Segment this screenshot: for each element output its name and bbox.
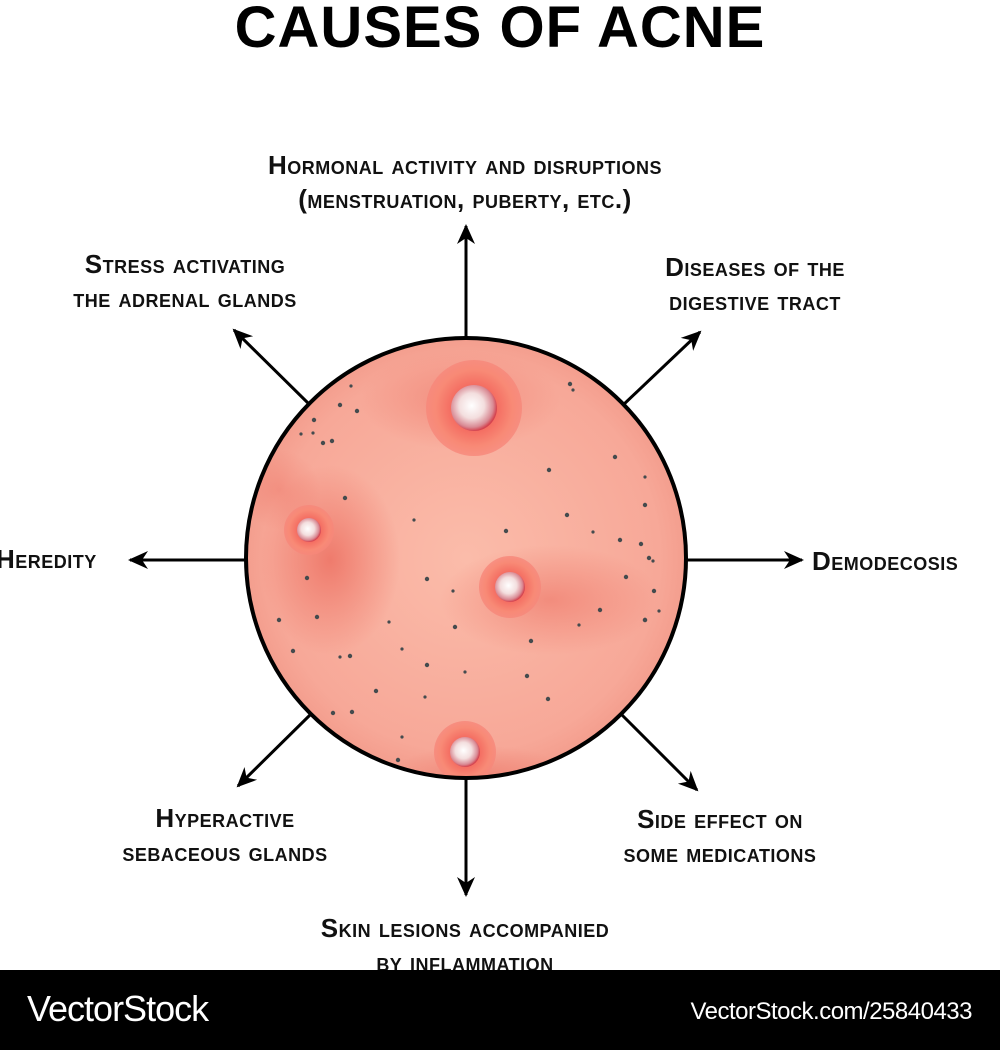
pore-dot [373,688,379,694]
pore-dot [597,607,603,613]
arrow-top-left [232,328,312,407]
pores [276,381,661,763]
pore-dot [623,574,629,580]
label-line: Skin lesions accompanied [320,913,610,943]
pimple [284,505,334,555]
pore-dot [354,408,360,414]
cause-stress: Stress activating the adrenal glands [40,247,330,315]
pore-dot [642,502,648,508]
image-url: VectorStock.com/25840433 [690,998,972,1025]
pore-dot [546,467,552,473]
pore-dot [400,647,404,651]
label-line: Side effect on [637,804,803,834]
pore-dot [349,384,353,388]
pore-dot [612,454,618,460]
pore-dot [577,623,581,627]
pore-dot [337,402,343,408]
pore-dot [643,475,647,479]
cause-sebaceous: Hyperactive sebaceous glands [95,801,355,869]
pore-dot [330,710,336,716]
label-line: Diseases of the [665,252,845,282]
pore-dot [387,620,391,624]
pore-dot [342,495,348,501]
pore-dot [591,530,595,534]
pore-dot [524,673,530,679]
pore-dot [304,575,310,581]
arrow-top-right [620,330,702,408]
pore-dot [311,417,317,423]
pore-dot [314,614,320,620]
pore-dot [452,624,458,630]
pore-dot [347,653,353,659]
pore-dot [349,709,355,715]
label-line: Hormonal activity and disruptions [268,150,662,180]
pore-dot [412,518,416,522]
pore-dot [290,648,296,654]
pore-dot [299,432,303,436]
skin-closeup [246,338,686,778]
pimple [479,556,541,618]
pore-dot [657,609,661,613]
pore-dot [571,388,575,392]
brand-logo: VectorStock [27,988,209,1029]
skin-circle-border [244,336,688,780]
pore-dot [528,638,534,644]
pore-dot [276,617,282,623]
pore-dot [651,559,655,563]
pore-dot [400,735,404,739]
pore-dot [329,438,335,444]
pore-dot [503,528,509,534]
diagram-title: CAUSES OF ACNE [234,0,766,60]
label-line: Hyperactive [155,803,295,833]
pimple [434,721,496,778]
arrows [128,224,804,897]
pore-dot [423,695,427,699]
pore-dot [642,617,648,623]
cause-demodecosis: Demodecosis [812,546,959,576]
label-line: Stress activating [84,249,286,279]
arrow-bottom-left [236,713,312,788]
pore-dot [320,440,326,446]
pore-dot [338,655,342,659]
pore-dot [424,576,430,582]
pore-dot [651,588,657,594]
watermark-footer: VectorStock VectorStock.com/25840433 [0,970,1000,1050]
label-line: digestive tract [669,286,841,316]
label-line: (menstruation, puberty, etc.) [298,184,632,214]
cause-skin-lesions: Skin lesions accompanied by inflammation [260,911,670,979]
pimple [426,360,522,456]
cause-heredity: Heredity [0,544,97,574]
pore-dot [395,757,401,763]
pore-dot [451,589,455,593]
label-line: the adrenal glands [73,283,297,313]
cause-hormonal: Hormonal activity and disruptions (menst… [200,148,730,216]
pore-dot [545,696,551,702]
label-line: sebaceous glands [122,837,328,867]
pore-dot [311,431,315,435]
pore-dot [424,662,430,668]
label-line: some medications [623,838,817,868]
pore-dot [564,512,570,518]
pore-dot [567,381,573,387]
arrow-bottom-right [620,713,699,792]
pore-dot [638,541,644,547]
pore-dot [463,670,467,674]
cause-medications: Side effect on some medications [590,802,850,870]
pore-dot [617,537,623,543]
cause-digestive: Diseases of the digestive tract [630,250,880,318]
pore-dot [646,555,652,561]
